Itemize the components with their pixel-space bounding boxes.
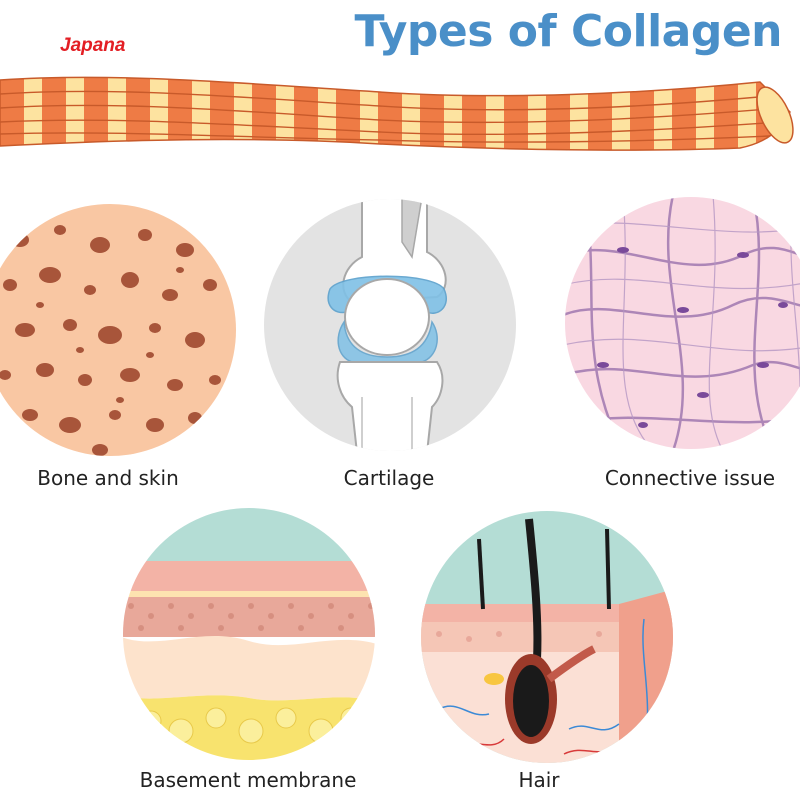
collagen-fiber-illustration — [0, 76, 794, 151]
page-title: Types of Collagen — [354, 6, 782, 57]
hair-illustration — [421, 511, 673, 763]
label-hair: Hair — [518, 768, 560, 792]
label-bone-and-skin: Bone and skin — [37, 466, 179, 490]
cartilage-illustration — [264, 199, 516, 451]
label-basement-membrane: Basement membrane — [139, 768, 357, 792]
bone-skin-illustration — [0, 204, 236, 456]
brand-logo: Japana — [60, 35, 126, 56]
label-connective-issue: Connective issue — [604, 466, 776, 490]
label-cartilage: Cartilage — [343, 466, 435, 490]
basement-membrane-illustration — [123, 508, 375, 760]
connective-tissue-illustration — [565, 197, 800, 449]
